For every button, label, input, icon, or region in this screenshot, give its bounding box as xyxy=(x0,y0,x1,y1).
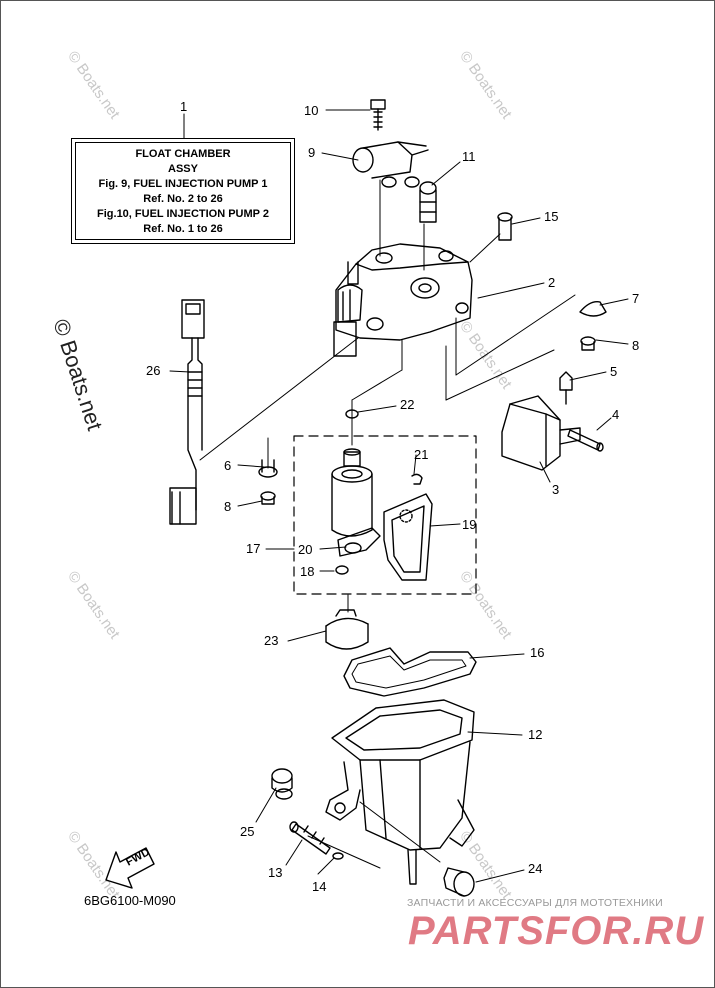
part-23-holder xyxy=(325,609,369,650)
part-21-clip xyxy=(411,473,423,485)
note-ref1: Ref. No. 2 to 26 xyxy=(143,193,223,205)
callout-16: 16 xyxy=(530,645,545,660)
part-24-grommet xyxy=(443,867,475,897)
callout-8-right: 8 xyxy=(632,338,640,353)
part-10-bolt xyxy=(370,99,386,131)
callout-4: 4 xyxy=(612,407,620,422)
part-8-screw-left xyxy=(260,491,276,505)
callout-17: 17 xyxy=(246,541,261,556)
part-18-ring xyxy=(335,565,349,575)
part-8-screw-right xyxy=(580,336,596,351)
float-chamber-assy-note: FLOAT CHAMBER ASSY Fig. 9, FUEL INJECTIO… xyxy=(71,138,295,244)
callout-9: 9 xyxy=(308,145,316,160)
part-22-o-ring xyxy=(345,409,359,419)
shop-logo[interactable]: PARTSFOR.RU xyxy=(408,909,705,953)
diagram-code: 6BG6100-M090 xyxy=(84,893,176,908)
callout-8-left: 8 xyxy=(224,499,232,514)
callout-21: 21 xyxy=(414,447,429,462)
kit-boundary xyxy=(293,435,477,595)
note-title-line2: ASSY xyxy=(168,163,198,175)
callout-14: 14 xyxy=(312,879,327,894)
note-fig2: Fig.10, FUEL INJECTION PUMP 2 xyxy=(97,208,269,220)
part-20-bracket xyxy=(337,527,381,557)
fwd-arrow xyxy=(105,847,155,889)
part-4-pin xyxy=(567,429,604,452)
callout-24: 24 xyxy=(528,861,543,876)
part-14-o-ring xyxy=(332,852,344,860)
part-12-float-chamber xyxy=(325,699,475,885)
callout-1: 1 xyxy=(180,99,188,114)
note-title-line1: FLOAT CHAMBER xyxy=(135,148,231,160)
part-11-fitting xyxy=(419,181,437,223)
part-9-pressure-regulator xyxy=(352,141,429,188)
callout-25: 25 xyxy=(240,824,255,839)
callout-12: 12 xyxy=(528,727,543,742)
part-16-gasket xyxy=(343,647,477,697)
callout-10: 10 xyxy=(304,103,319,118)
callout-19: 19 xyxy=(462,517,477,532)
part-19-filter xyxy=(383,493,433,581)
callout-7: 7 xyxy=(632,291,640,306)
callout-2: 2 xyxy=(548,275,556,290)
part-5-needle-valve xyxy=(559,371,573,405)
callout-15: 15 xyxy=(544,209,559,224)
leader-lines xyxy=(169,109,629,883)
note-ref2: Ref. No. 1 to 26 xyxy=(143,223,223,235)
callout-23: 23 xyxy=(264,633,279,648)
part-25-plug xyxy=(271,768,293,800)
part-2-housing xyxy=(333,243,473,357)
fuel-pump xyxy=(331,448,373,537)
callout-18: 18 xyxy=(300,564,315,579)
part-7-cap xyxy=(579,301,607,317)
part-26-wire-harness xyxy=(169,299,205,525)
part-15-screw xyxy=(497,212,513,241)
callout-3: 3 xyxy=(552,482,560,497)
callout-6: 6 xyxy=(224,458,232,473)
callout-13: 13 xyxy=(268,865,283,880)
callout-5: 5 xyxy=(610,364,618,379)
assembly-lines xyxy=(199,179,576,869)
callout-20: 20 xyxy=(298,542,313,557)
callout-22: 22 xyxy=(400,397,415,412)
part-13-drain-screw xyxy=(289,821,331,855)
part-3-float xyxy=(501,395,581,471)
shop-tagline: ЗАПЧАСТИ И АКСЕССУАРЫ ДЛЯ МОТОТЕХНИКИ xyxy=(407,897,663,909)
callout-26: 26 xyxy=(146,363,161,378)
callout-11: 11 xyxy=(462,149,476,164)
note-fig1: Fig. 9, FUEL INJECTION PUMP 1 xyxy=(98,178,268,190)
part-6-grommet xyxy=(258,459,278,478)
